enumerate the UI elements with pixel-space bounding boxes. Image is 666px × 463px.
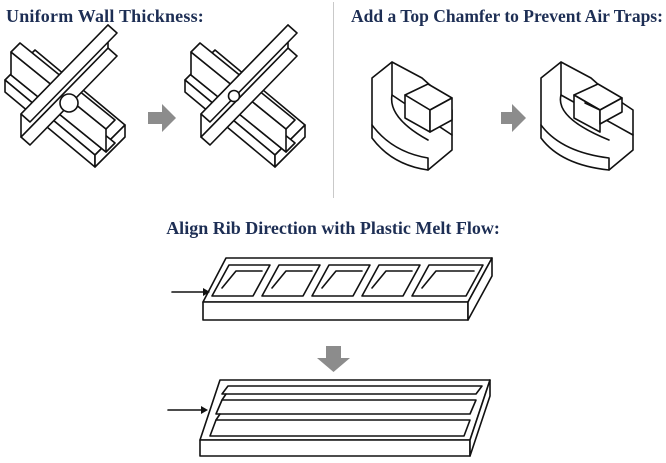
- cross-rib-after: [184, 24, 306, 168]
- frame-with-flow-ribs: [199, 379, 491, 457]
- cross-rib-before: [4, 24, 126, 168]
- heading-top-chamfer: Add a Top Chamfer to Prevent Air Traps:: [351, 6, 663, 26]
- frame-with-cross-ribs: [202, 257, 493, 321]
- flow-arrow-icon: [171, 288, 210, 296]
- heading-rib-direction: Align Rib Direction with Plastic Melt Fl…: [166, 218, 500, 238]
- boss-without-chamfer: [371, 61, 453, 171]
- panel-divider: [333, 2, 334, 198]
- down-arrow-icon: [317, 346, 350, 372]
- right-arrow-icon: [148, 104, 176, 132]
- heading-uniform-wall-thickness: Uniform Wall Thickness:: [6, 6, 204, 26]
- right-arrow-icon: [501, 104, 526, 132]
- flow-arrow-icon: [167, 406, 208, 414]
- boss-with-chamfer: [540, 61, 634, 171]
